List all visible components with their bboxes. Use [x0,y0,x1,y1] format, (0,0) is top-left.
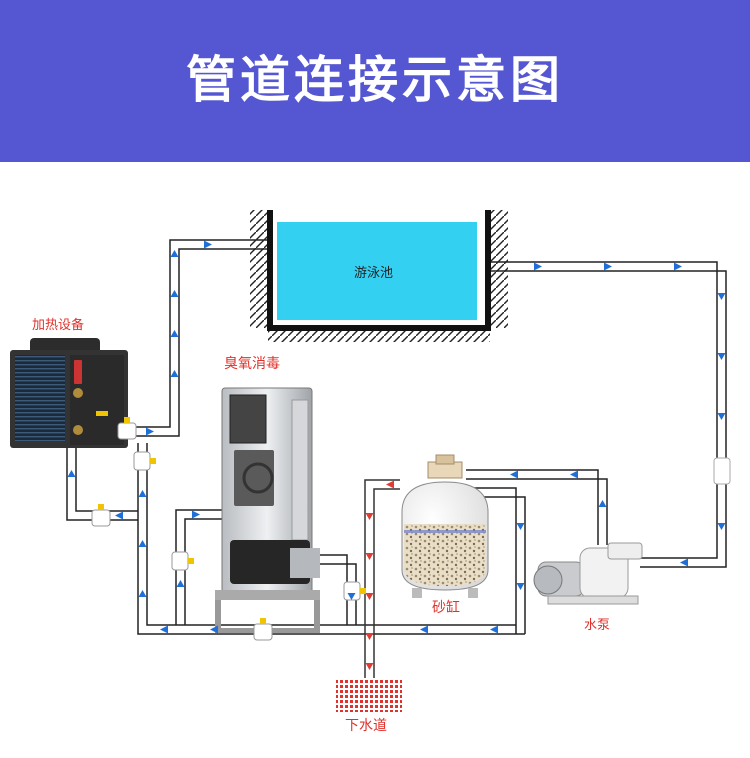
flow-arrow [598,500,607,507]
flow-arrow [210,625,218,634]
valve-heater-loop [91,504,111,527]
flow-arrow [604,262,612,271]
flow-arrow [510,470,518,479]
drain-grate [336,678,402,712]
valve-right-riser [713,457,731,485]
flow-arrow [170,290,179,297]
title-banner: 管道连接示意图 [0,0,750,162]
pump-label: 水泵 [584,618,611,633]
flow-arrow [347,593,356,600]
drain-arrow [365,633,374,640]
flow-arrow [138,540,147,547]
flow-arrow [170,250,179,257]
pipe-filter-to-bottom [474,487,517,634]
flow-arrow [717,523,726,530]
flow-arrow [170,330,179,337]
flow-arrow [717,353,726,360]
pipe-bottom-main [137,443,525,635]
flow-arrow [680,558,688,567]
flow-arrow [420,625,428,634]
pool-label: 游泳池 [354,266,394,281]
flow-arrow [717,413,726,420]
flow-arrow [160,625,168,634]
heater-unit [10,338,128,448]
flow-arrow [516,583,525,590]
heater-label: 加热设备 [32,318,85,333]
drain-arrow [365,553,374,560]
flow-arrow [170,370,179,377]
pipe-connection-diagram [10,210,731,712]
drain-arrows [365,480,394,670]
valve-left-vertical [133,451,156,471]
pipe-filter-to-drain [364,479,400,680]
flow-arrow [115,511,123,520]
flow-arrow [67,470,76,477]
pipe-heater-to-pool [124,239,268,428]
pipe-pool-to-pump [490,261,718,559]
ozone-label: 臭氧消毒 [224,356,280,372]
flow-arrow [138,590,147,597]
flow-arrow [490,625,498,634]
drain-arrow [365,513,374,520]
flow-arrow [717,293,726,300]
sand-filter-label: 砂缸 [432,600,460,616]
drain-arrow [386,480,394,489]
ozone-disinfector [215,387,320,633]
drain-arrow [365,593,374,600]
valve-ozone-right [343,581,366,601]
sand-filter [401,454,489,598]
pipe-network [66,239,727,680]
flow-arrow [674,262,682,271]
valve-ozone-left [171,551,194,571]
drain-arrow [365,663,374,670]
pipe-heater-loop [66,443,138,521]
valves [91,417,731,641]
drain-label: 下水道 [345,718,387,734]
flow-arrow [176,580,185,587]
flow-arrows [67,240,726,634]
flow-arrow [192,510,200,519]
water-pump [533,542,643,605]
flow-arrow [146,427,154,436]
pipe-ozone-loop [175,509,232,625]
valve-bottom-mid [253,618,273,641]
valve-heater-outlet [117,417,137,440]
flow-arrow [204,240,212,249]
flow-arrow [516,523,525,530]
flow-arrow [138,490,147,497]
swimming-pool [250,210,508,342]
flow-arrow [570,470,578,479]
page-title: 管道连接示意图 [186,51,564,109]
flow-arrow [534,262,542,271]
pipe-pump-to-filter [466,469,599,545]
